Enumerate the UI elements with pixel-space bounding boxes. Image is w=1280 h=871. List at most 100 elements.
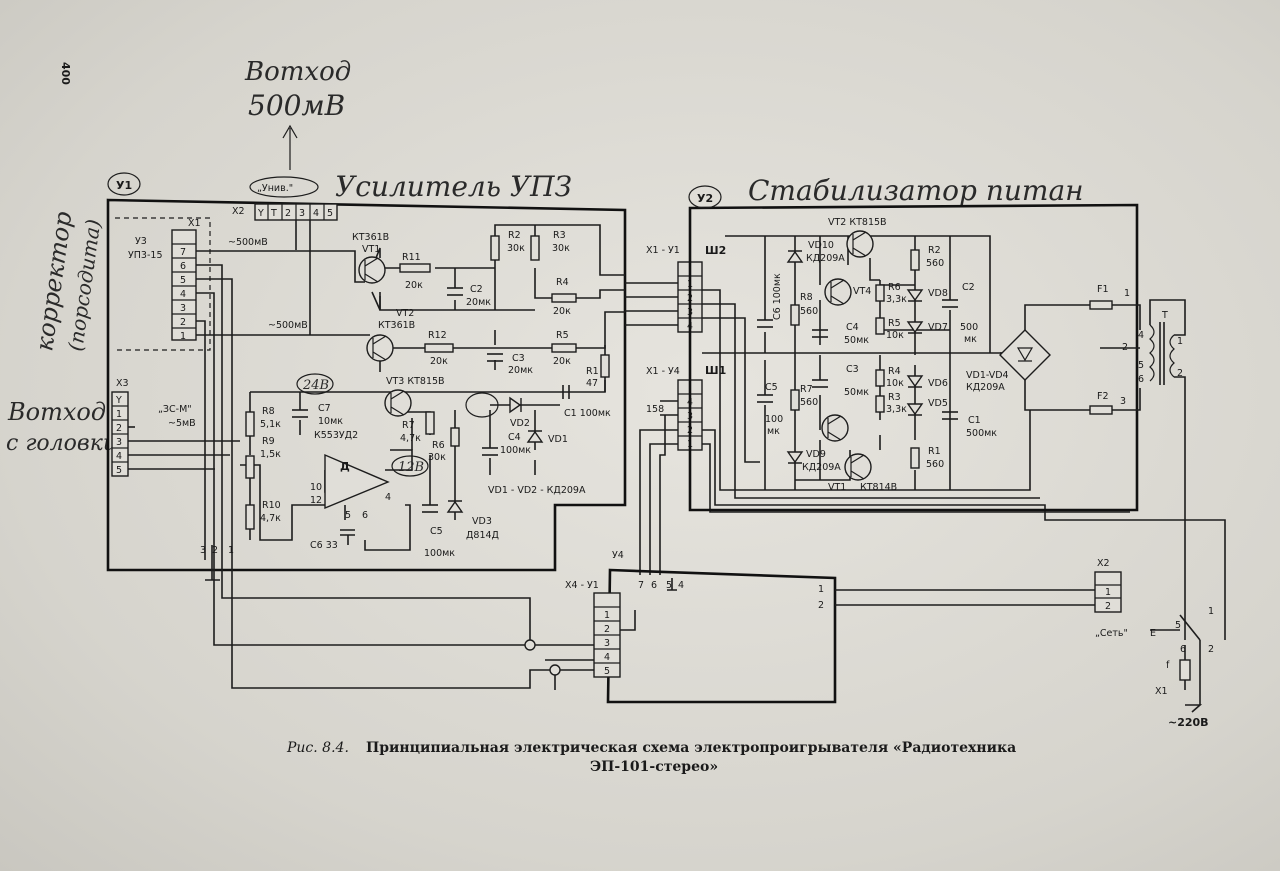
resistor-u2-r4 bbox=[875, 369, 885, 387]
x1-pin-5: 5 bbox=[180, 275, 186, 286]
plug-x1-label: X1 bbox=[1155, 686, 1168, 697]
x1-u1-label: X1 - У1 bbox=[646, 245, 680, 256]
r11-label: R11 bbox=[402, 252, 421, 263]
block-u4-label: У4 bbox=[612, 550, 624, 561]
vt2-type: КТ361В bbox=[378, 320, 415, 331]
x1-pin-6: 6 bbox=[180, 261, 186, 272]
opamp-pin-10: 10 bbox=[310, 482, 322, 493]
u2-r5-value: 10к bbox=[886, 330, 904, 341]
transformer-primary-wiring bbox=[1100, 304, 1141, 411]
opamp-triangle bbox=[324, 453, 390, 510]
u4-ground bbox=[667, 578, 677, 591]
x2r-connector bbox=[1094, 571, 1122, 613]
x4-u1-pin-5: 5 bbox=[604, 666, 610, 677]
transistor-vt3 bbox=[384, 389, 412, 417]
annot-c4-circle bbox=[465, 392, 499, 418]
transformer-pin-6: 6 bbox=[1138, 374, 1144, 385]
x4-u1-pin-4: 4 bbox=[604, 652, 610, 663]
x3-pin-y: Y bbox=[115, 395, 122, 406]
transistor-u2-vt3 bbox=[821, 414, 849, 442]
u2-c1-label: C1 bbox=[968, 415, 981, 426]
mains-switch bbox=[1150, 614, 1203, 713]
x2-pin-4: 4 bbox=[313, 208, 319, 219]
capacitor-u2-c3 bbox=[812, 379, 828, 388]
fuse-f2 bbox=[1089, 405, 1113, 415]
univ-label: „Унив." bbox=[257, 183, 293, 194]
opamp-pin-6: 6 bbox=[362, 510, 368, 521]
r6-label: R6 bbox=[432, 440, 445, 451]
r4-label: R4 bbox=[556, 277, 569, 288]
x1-pin-4: 4 bbox=[180, 289, 186, 300]
x2r-label: X2 bbox=[1097, 558, 1110, 569]
resistor-r10 bbox=[245, 504, 255, 530]
u2-vt2-label: VT2 КТ815В bbox=[828, 217, 887, 228]
opamp-pin-12: 12 bbox=[310, 495, 322, 506]
diode-u2-vd6 bbox=[906, 375, 924, 388]
mv500b-label: ~500мВ bbox=[268, 320, 308, 331]
u2-vd14-value: КД209А bbox=[966, 382, 1005, 393]
u4-pin-6: 6 bbox=[651, 580, 657, 591]
u2-c3-value: 50мк bbox=[844, 387, 869, 398]
u2-r3-label: R3 bbox=[888, 392, 901, 403]
transformer-pin-4: 4 bbox=[1138, 330, 1144, 341]
fuse-f1 bbox=[1089, 300, 1113, 310]
diode-u2-vd5 bbox=[906, 403, 924, 416]
u3-dashed-box bbox=[115, 217, 211, 351]
u4-pin-7: 7 bbox=[638, 580, 644, 591]
c6-label: C6 33 bbox=[310, 540, 338, 551]
vd3-label: VD3 bbox=[472, 516, 492, 527]
resistor-u2-r5 bbox=[875, 317, 885, 335]
r4-value: 20к bbox=[553, 306, 571, 317]
c2-label: C2 bbox=[470, 284, 483, 295]
u4-out-2: 2 bbox=[818, 600, 824, 611]
capacitor-c4 bbox=[482, 447, 498, 456]
capacitor-u2-c5 bbox=[757, 394, 773, 403]
opamp-pin-4: 4 bbox=[385, 492, 391, 503]
fuse-f1-label: F1 bbox=[1097, 284, 1109, 295]
resistor-r9 bbox=[245, 455, 255, 479]
r8-value: 5,1к bbox=[260, 419, 281, 430]
univ-label-circle bbox=[249, 176, 319, 198]
c4-label: C4 bbox=[508, 432, 521, 443]
transistor-u2-vt2 bbox=[846, 230, 874, 258]
resistor-u2-r7 bbox=[790, 389, 800, 411]
resistor-u2-r1 bbox=[910, 447, 920, 469]
sh1-label: Ш1 bbox=[705, 364, 726, 377]
c3-value: 20мк bbox=[508, 365, 533, 376]
r5-label: R5 bbox=[556, 330, 569, 341]
diode-u2-vd8 bbox=[906, 289, 924, 302]
u1-bottom-pin-2: 2 bbox=[212, 545, 218, 556]
transformer-pin-1a: 1 bbox=[1124, 288, 1130, 299]
capacitor-u2-c2 bbox=[942, 299, 958, 308]
mv500a-label: ~500мВ bbox=[228, 237, 268, 248]
x4-u1-pin-2: 2 bbox=[604, 624, 610, 635]
r1-label: R1 bbox=[586, 366, 599, 377]
pin-158-label: 158 bbox=[646, 404, 664, 415]
upz15-label: УП3-15 bbox=[128, 250, 163, 261]
c5-value: 100мк bbox=[424, 548, 455, 559]
r3-value: 30к bbox=[552, 243, 570, 254]
r12-value: 20к bbox=[430, 356, 448, 367]
resistor-r5 bbox=[551, 343, 577, 353]
c7-value: 10мк bbox=[318, 416, 343, 427]
x3-pin-3: 3 bbox=[116, 437, 122, 448]
x1-pin-2: 2 bbox=[180, 317, 186, 328]
u4-pin-4: 4 bbox=[678, 580, 684, 591]
u2-c4-label: C4 bbox=[846, 322, 859, 333]
k553-label: К553УД2 bbox=[314, 430, 358, 441]
r10-label: R10 bbox=[262, 500, 281, 511]
x2-label: X2 bbox=[232, 206, 245, 217]
u2-r8-label: R8 bbox=[800, 292, 813, 303]
resistor-r4 bbox=[551, 293, 577, 303]
vt1-name: VT1 bbox=[362, 244, 380, 255]
u2-c3-label: C3 bbox=[846, 364, 859, 375]
u2-vd8-label: VD8 bbox=[928, 288, 948, 299]
u1-wiring bbox=[128, 220, 625, 581]
u2-vd10-label: VD10 bbox=[808, 240, 834, 251]
u2-r8-value: 560 bbox=[800, 306, 818, 317]
u2-r4-value: 10к bbox=[886, 378, 904, 389]
bridge-rectifier bbox=[999, 304, 1090, 411]
caption-fig-number: Рис. 8.4. bbox=[286, 740, 349, 756]
diode-u2-vd9 bbox=[786, 451, 804, 464]
x4-u1-connector bbox=[593, 592, 621, 678]
